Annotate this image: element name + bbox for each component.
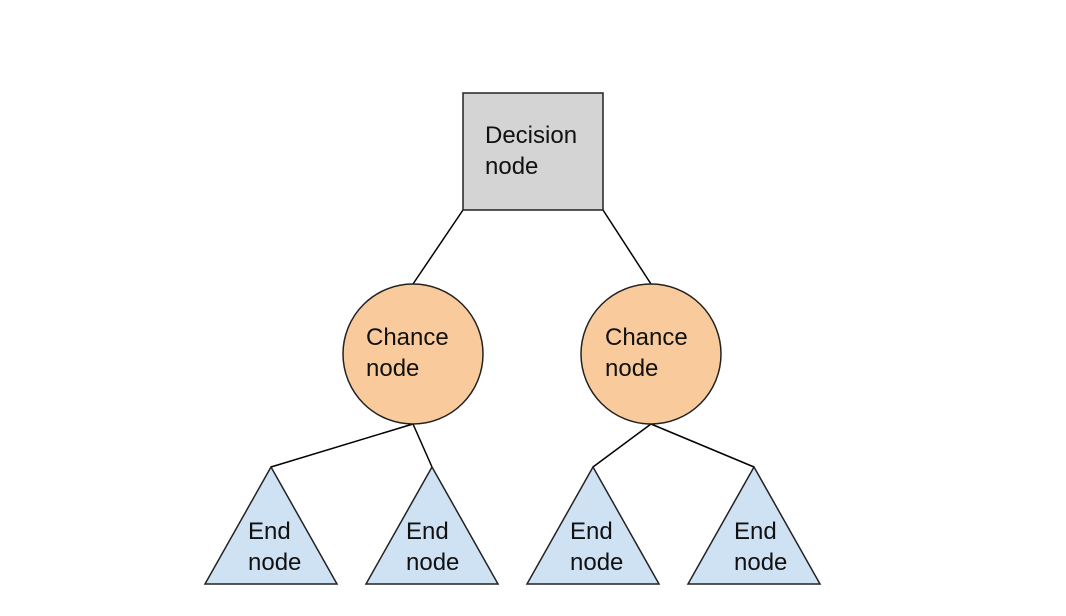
end-node-1-triangle bbox=[203, 465, 339, 585]
chance-node-right-label-line1: Chance bbox=[605, 324, 688, 351]
edge-chance-left-to-end-1 bbox=[270, 423, 414, 468]
end-node-4-label: End node bbox=[734, 518, 787, 576]
end-node-3-triangle bbox=[525, 465, 661, 585]
end-node-4-label-line2: node bbox=[734, 549, 787, 576]
end-node-2-label-line2: node bbox=[406, 549, 459, 576]
end-node-1: End node bbox=[203, 465, 339, 585]
edge-decision-to-chance-right bbox=[602, 209, 652, 285]
decision-node-label-line1: Decision bbox=[485, 122, 577, 149]
end-node-3: End node bbox=[525, 465, 661, 585]
chance-node-left-label-line1: Chance bbox=[366, 324, 449, 351]
end-node-2-triangle bbox=[364, 465, 500, 585]
end-node-2-label: End node bbox=[406, 518, 459, 576]
decision-node: Decision node bbox=[462, 92, 604, 211]
end-node-4-triangle bbox=[686, 465, 822, 585]
edge-chance-right-to-end-3 bbox=[592, 423, 652, 468]
chance-node-right-circle bbox=[580, 283, 722, 425]
end-node-4: End node bbox=[686, 465, 822, 585]
end-node-3-label: End node bbox=[570, 518, 623, 576]
chance-node-left: Chance node bbox=[342, 283, 484, 425]
chance-node-left-label-line2: node bbox=[366, 355, 419, 382]
end-node-1-label-line1: End bbox=[248, 518, 291, 545]
edge-decision-to-chance-left bbox=[412, 209, 464, 285]
decision-node-label-line2: node bbox=[485, 153, 538, 180]
chance-node-right: Chance node bbox=[580, 283, 722, 425]
edge-chance-right-to-end-4 bbox=[650, 423, 755, 468]
chance-node-left-label: Chance node bbox=[366, 324, 455, 382]
chance-node-left-circle bbox=[342, 283, 484, 425]
end-node-1-label-line2: node bbox=[248, 549, 301, 576]
end-node-3-label-line1: End bbox=[570, 518, 613, 545]
decision-node-square bbox=[462, 92, 604, 211]
end-node-4-label-line1: End bbox=[734, 518, 777, 545]
end-node-1-label: End node bbox=[248, 518, 301, 576]
decision-node-label: Decision node bbox=[485, 122, 584, 180]
chance-node-right-label-line2: node bbox=[605, 355, 658, 382]
edge-chance-left-to-end-2 bbox=[412, 423, 433, 468]
end-node-2: End node bbox=[364, 465, 500, 585]
end-node-2-label-line1: End bbox=[406, 518, 449, 545]
chance-node-right-label: Chance node bbox=[605, 324, 694, 382]
end-node-3-label-line2: node bbox=[570, 549, 623, 576]
edges bbox=[270, 209, 755, 468]
